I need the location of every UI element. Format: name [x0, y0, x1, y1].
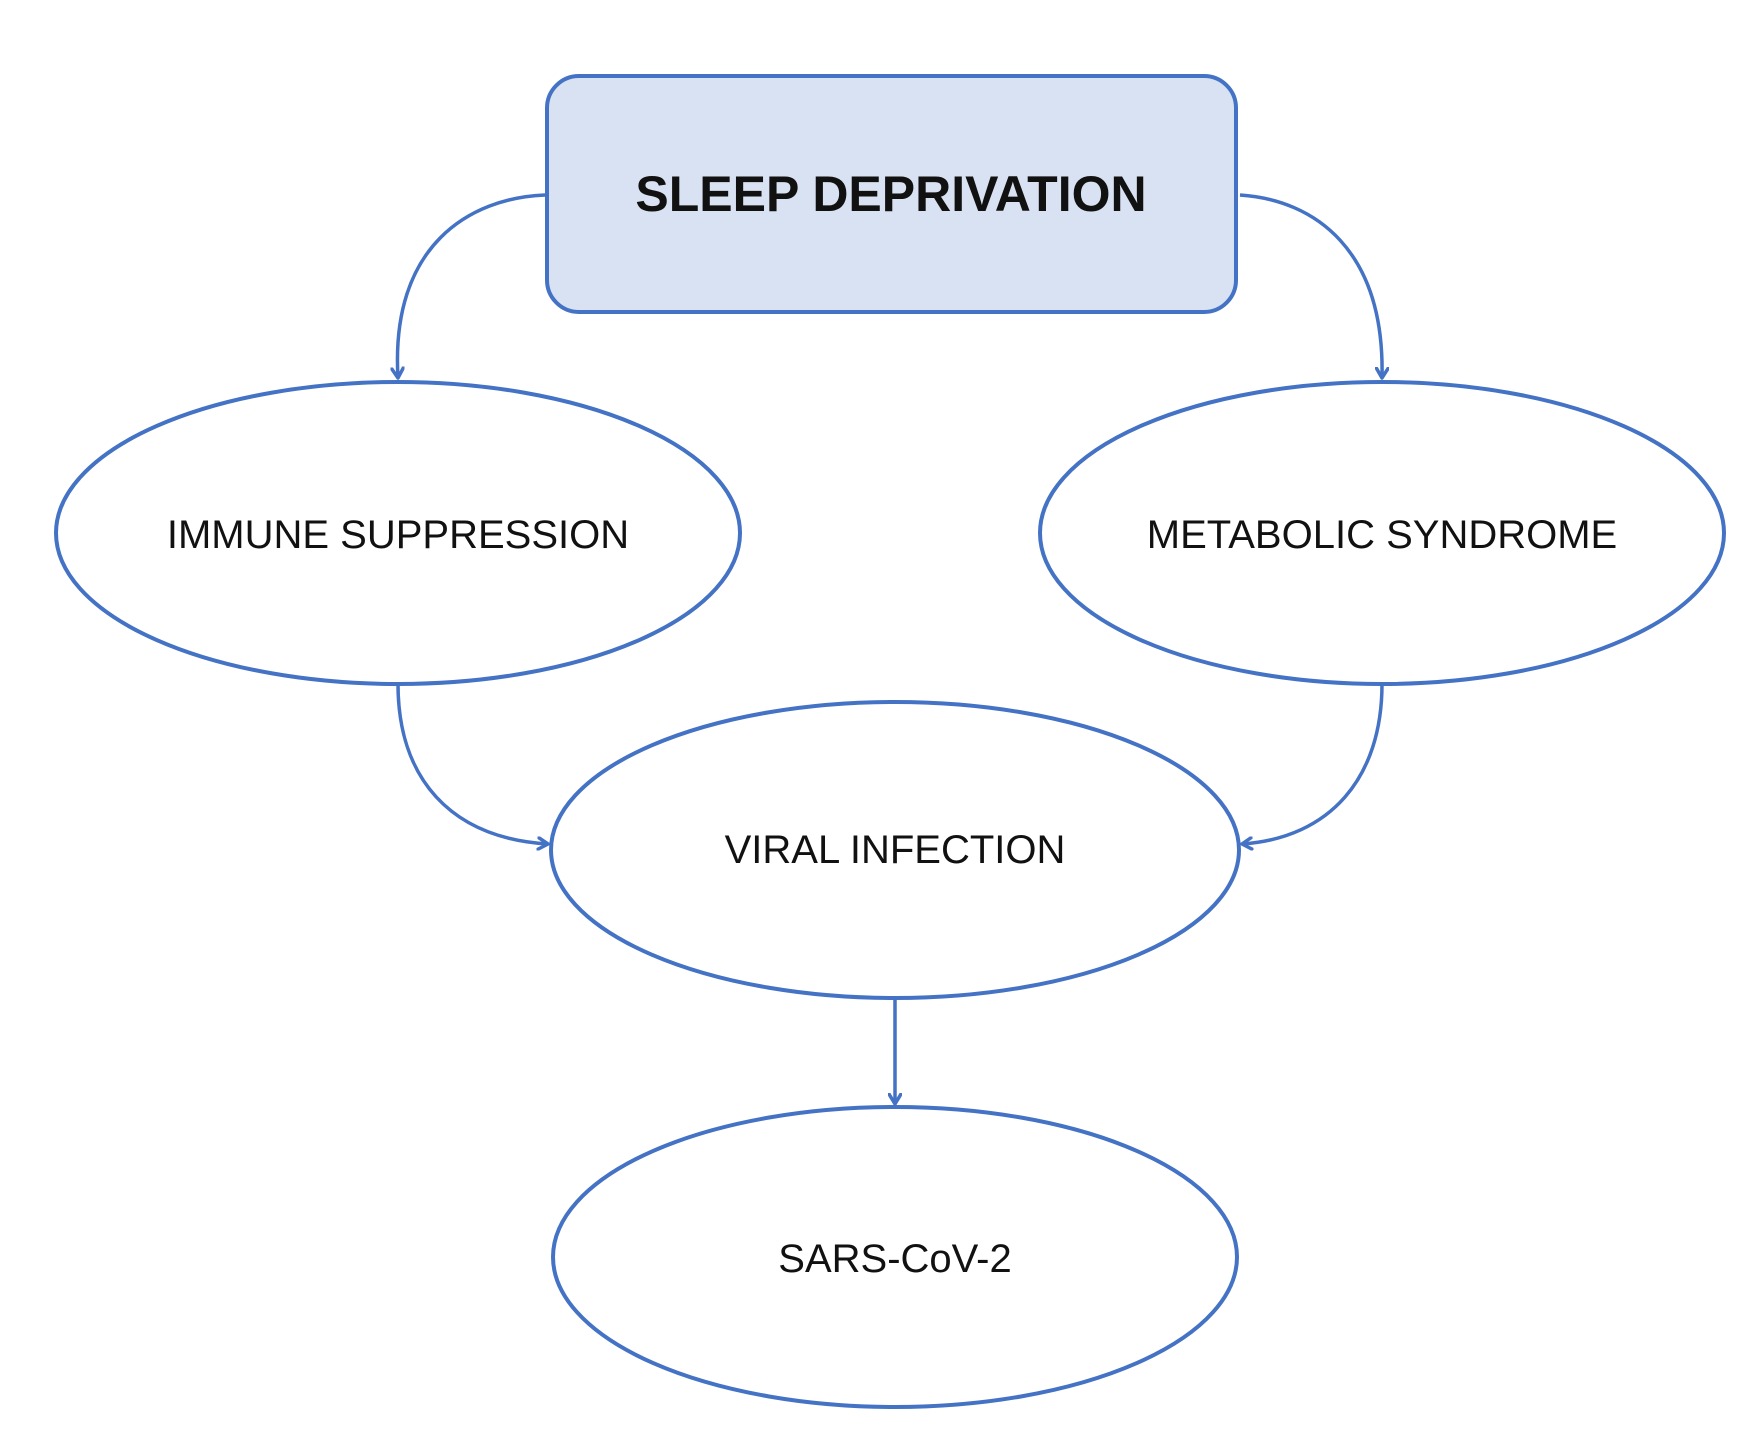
node-sleep-deprivation-box	[545, 74, 1238, 314]
node-metabolic-syndrome-ellipse	[1038, 380, 1726, 686]
node-sars-cov-2: SARS-CoV-2	[551, 1105, 1239, 1409]
node-sleep-deprivation-label: SLEEP DEPRIVATION	[635, 166, 1146, 222]
node-sars-cov-2-ellipse	[551, 1105, 1239, 1409]
node-immune-suppression: IMMUNE SUPPRESSION	[54, 380, 742, 686]
edge-sleep-to-immune	[397, 193, 546, 378]
node-viral-infection-ellipse	[549, 700, 1241, 1000]
node-metabolic-syndrome-label: METABOLIC SYNDROME	[1147, 513, 1617, 557]
node-viral-infection-label: VIRAL INFECTION	[725, 828, 1066, 872]
edge-immune-to-viral	[396, 683, 548, 844]
node-sleep-deprivation: SLEEP DEPRIVATION	[545, 74, 1238, 314]
node-sars-cov-2-label: SARS-CoV-2	[778, 1237, 1011, 1281]
node-viral-infection: VIRAL INFECTION	[549, 700, 1241, 1000]
edge-sleep-to-metabolic	[1239, 193, 1382, 378]
node-metabolic-syndrome: METABOLIC SYNDROME	[1038, 380, 1726, 686]
edge-metabolic-to-viral	[1242, 683, 1384, 844]
node-immune-suppression-ellipse	[54, 380, 742, 686]
edges	[396, 193, 1384, 1104]
node-immune-suppression-label: IMMUNE SUPPRESSION	[167, 513, 629, 557]
